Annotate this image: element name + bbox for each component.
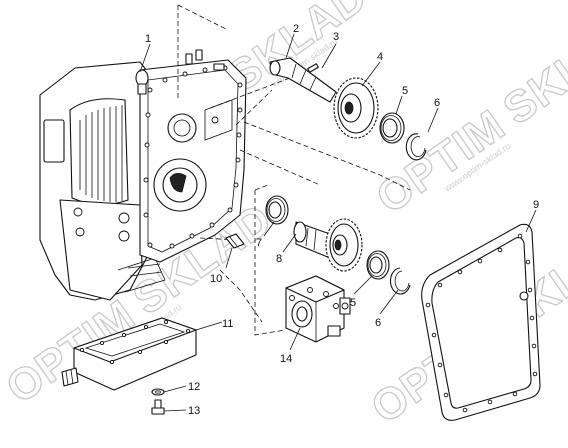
watermark-brand-b: SKLAD [495, 4, 568, 134]
part-5-bearing-lower [366, 250, 390, 280]
flange-bolts [143, 65, 243, 249]
callout-4: 4 [377, 51, 383, 63]
part-9-gasket [421, 223, 541, 421]
assembly-lines [177, 4, 411, 336]
callout-14: 14 [280, 353, 292, 365]
part-10-plug [225, 233, 245, 249]
callout-3: 3 [333, 31, 339, 43]
cylinder-ribs [79, 105, 123, 202]
part-3-pin [307, 63, 319, 73]
housing-boss [118, 230, 130, 242]
housing-boss [73, 207, 83, 217]
transmission-housing [39, 49, 247, 301]
callout-2: 2 [293, 23, 299, 35]
housing-boss [75, 227, 85, 237]
callout-12: 12 [188, 381, 200, 393]
part-4-gear [333, 77, 379, 139]
part-12-washer [151, 388, 165, 396]
top-stud [195, 49, 203, 61]
housing-boss [118, 212, 130, 224]
callout-10: 10 [210, 273, 222, 285]
part-5-bearing-upper [379, 112, 405, 144]
callout-8: 8 [276, 253, 282, 265]
callout-7: 7 [256, 237, 262, 249]
part-6-snap-ring-upper [405, 133, 427, 161]
part-2-shaft [269, 57, 337, 103]
top-stud [185, 53, 193, 65]
leader-lines [139, 33, 537, 412]
callout-5-lower: 5 [350, 297, 356, 309]
part-14-pump [285, 275, 351, 343]
flange-inner-rim [147, 69, 239, 253]
callout-11: 11 [222, 318, 233, 330]
callout-1: 1 [145, 33, 151, 45]
callout-13: 13 [188, 405, 200, 417]
housing-side-plate [43, 119, 65, 163]
callout-6-lower: 6 [375, 317, 381, 329]
pan-holes [79, 319, 191, 365]
part-8-shaft-gear [293, 218, 363, 272]
part-6-snap-ring-lower [389, 267, 411, 295]
callout-6-upper: 6 [434, 97, 440, 109]
gasket-holes [425, 233, 538, 413]
housing-front-flange [139, 59, 247, 263]
callout-labels: 1 2 3 4 5 6 7 8 5 6 9 10 11 12 13 14 [145, 23, 539, 417]
housing-cylinder [69, 98, 129, 206]
part-13-drain-plug [151, 399, 165, 415]
upper-bore [167, 113, 197, 143]
housing-lower [59, 199, 143, 301]
callout-5-upper: 5 [402, 85, 408, 97]
part-7-bearing [265, 195, 289, 225]
callout-9: 9 [533, 199, 539, 211]
